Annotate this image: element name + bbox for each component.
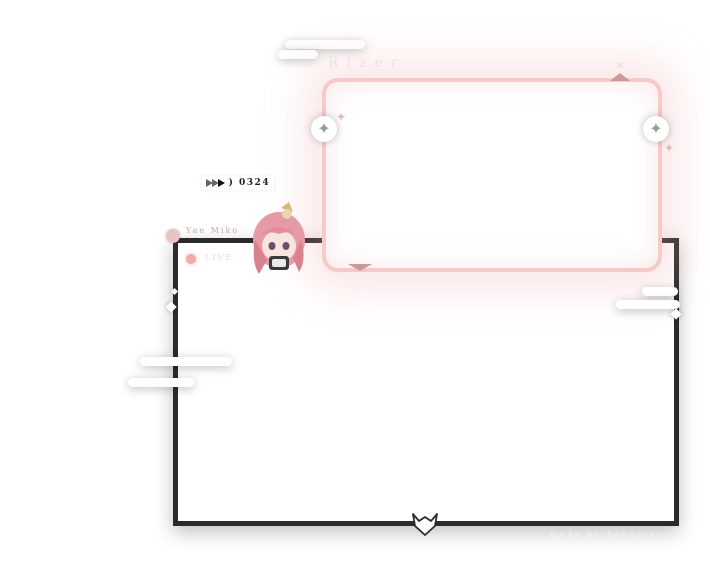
triple-chevron-icon	[206, 178, 225, 188]
live-label: LIVE	[205, 253, 234, 262]
character-avatar	[253, 202, 305, 274]
cloud-decoration-top	[285, 40, 365, 49]
counter-label: ) 0324	[202, 176, 275, 190]
main-screen-frame	[173, 238, 679, 526]
mini-sparkle-icon-left: ✦	[336, 110, 347, 124]
flower-icon	[166, 229, 180, 243]
cloud-decoration-right	[642, 287, 678, 296]
live-indicator-icon	[186, 254, 196, 264]
cloud-decoration-left	[140, 357, 232, 366]
triangle-marker-top	[610, 73, 630, 81]
credit-text: made by bekuroro	[550, 530, 665, 539]
fox-icon	[412, 513, 438, 536]
overlay-title: Rizer	[328, 55, 406, 71]
cloud-decoration-top-2	[278, 50, 318, 59]
cloud-decoration-left-2	[128, 378, 194, 387]
webcam-frame	[322, 78, 662, 272]
cloud-decoration-right-2	[616, 300, 680, 309]
triangle-marker-bottom	[348, 264, 372, 271]
sparkle-icon-left: ✦	[311, 116, 337, 142]
character-name: Yae Miko	[186, 226, 240, 235]
sparkle-icon-right: ✦	[643, 116, 669, 142]
close-icon: ×	[616, 60, 625, 71]
counter-value: ) 0324	[228, 178, 271, 188]
mini-sparkle-icon-right: ✦	[664, 141, 675, 155]
